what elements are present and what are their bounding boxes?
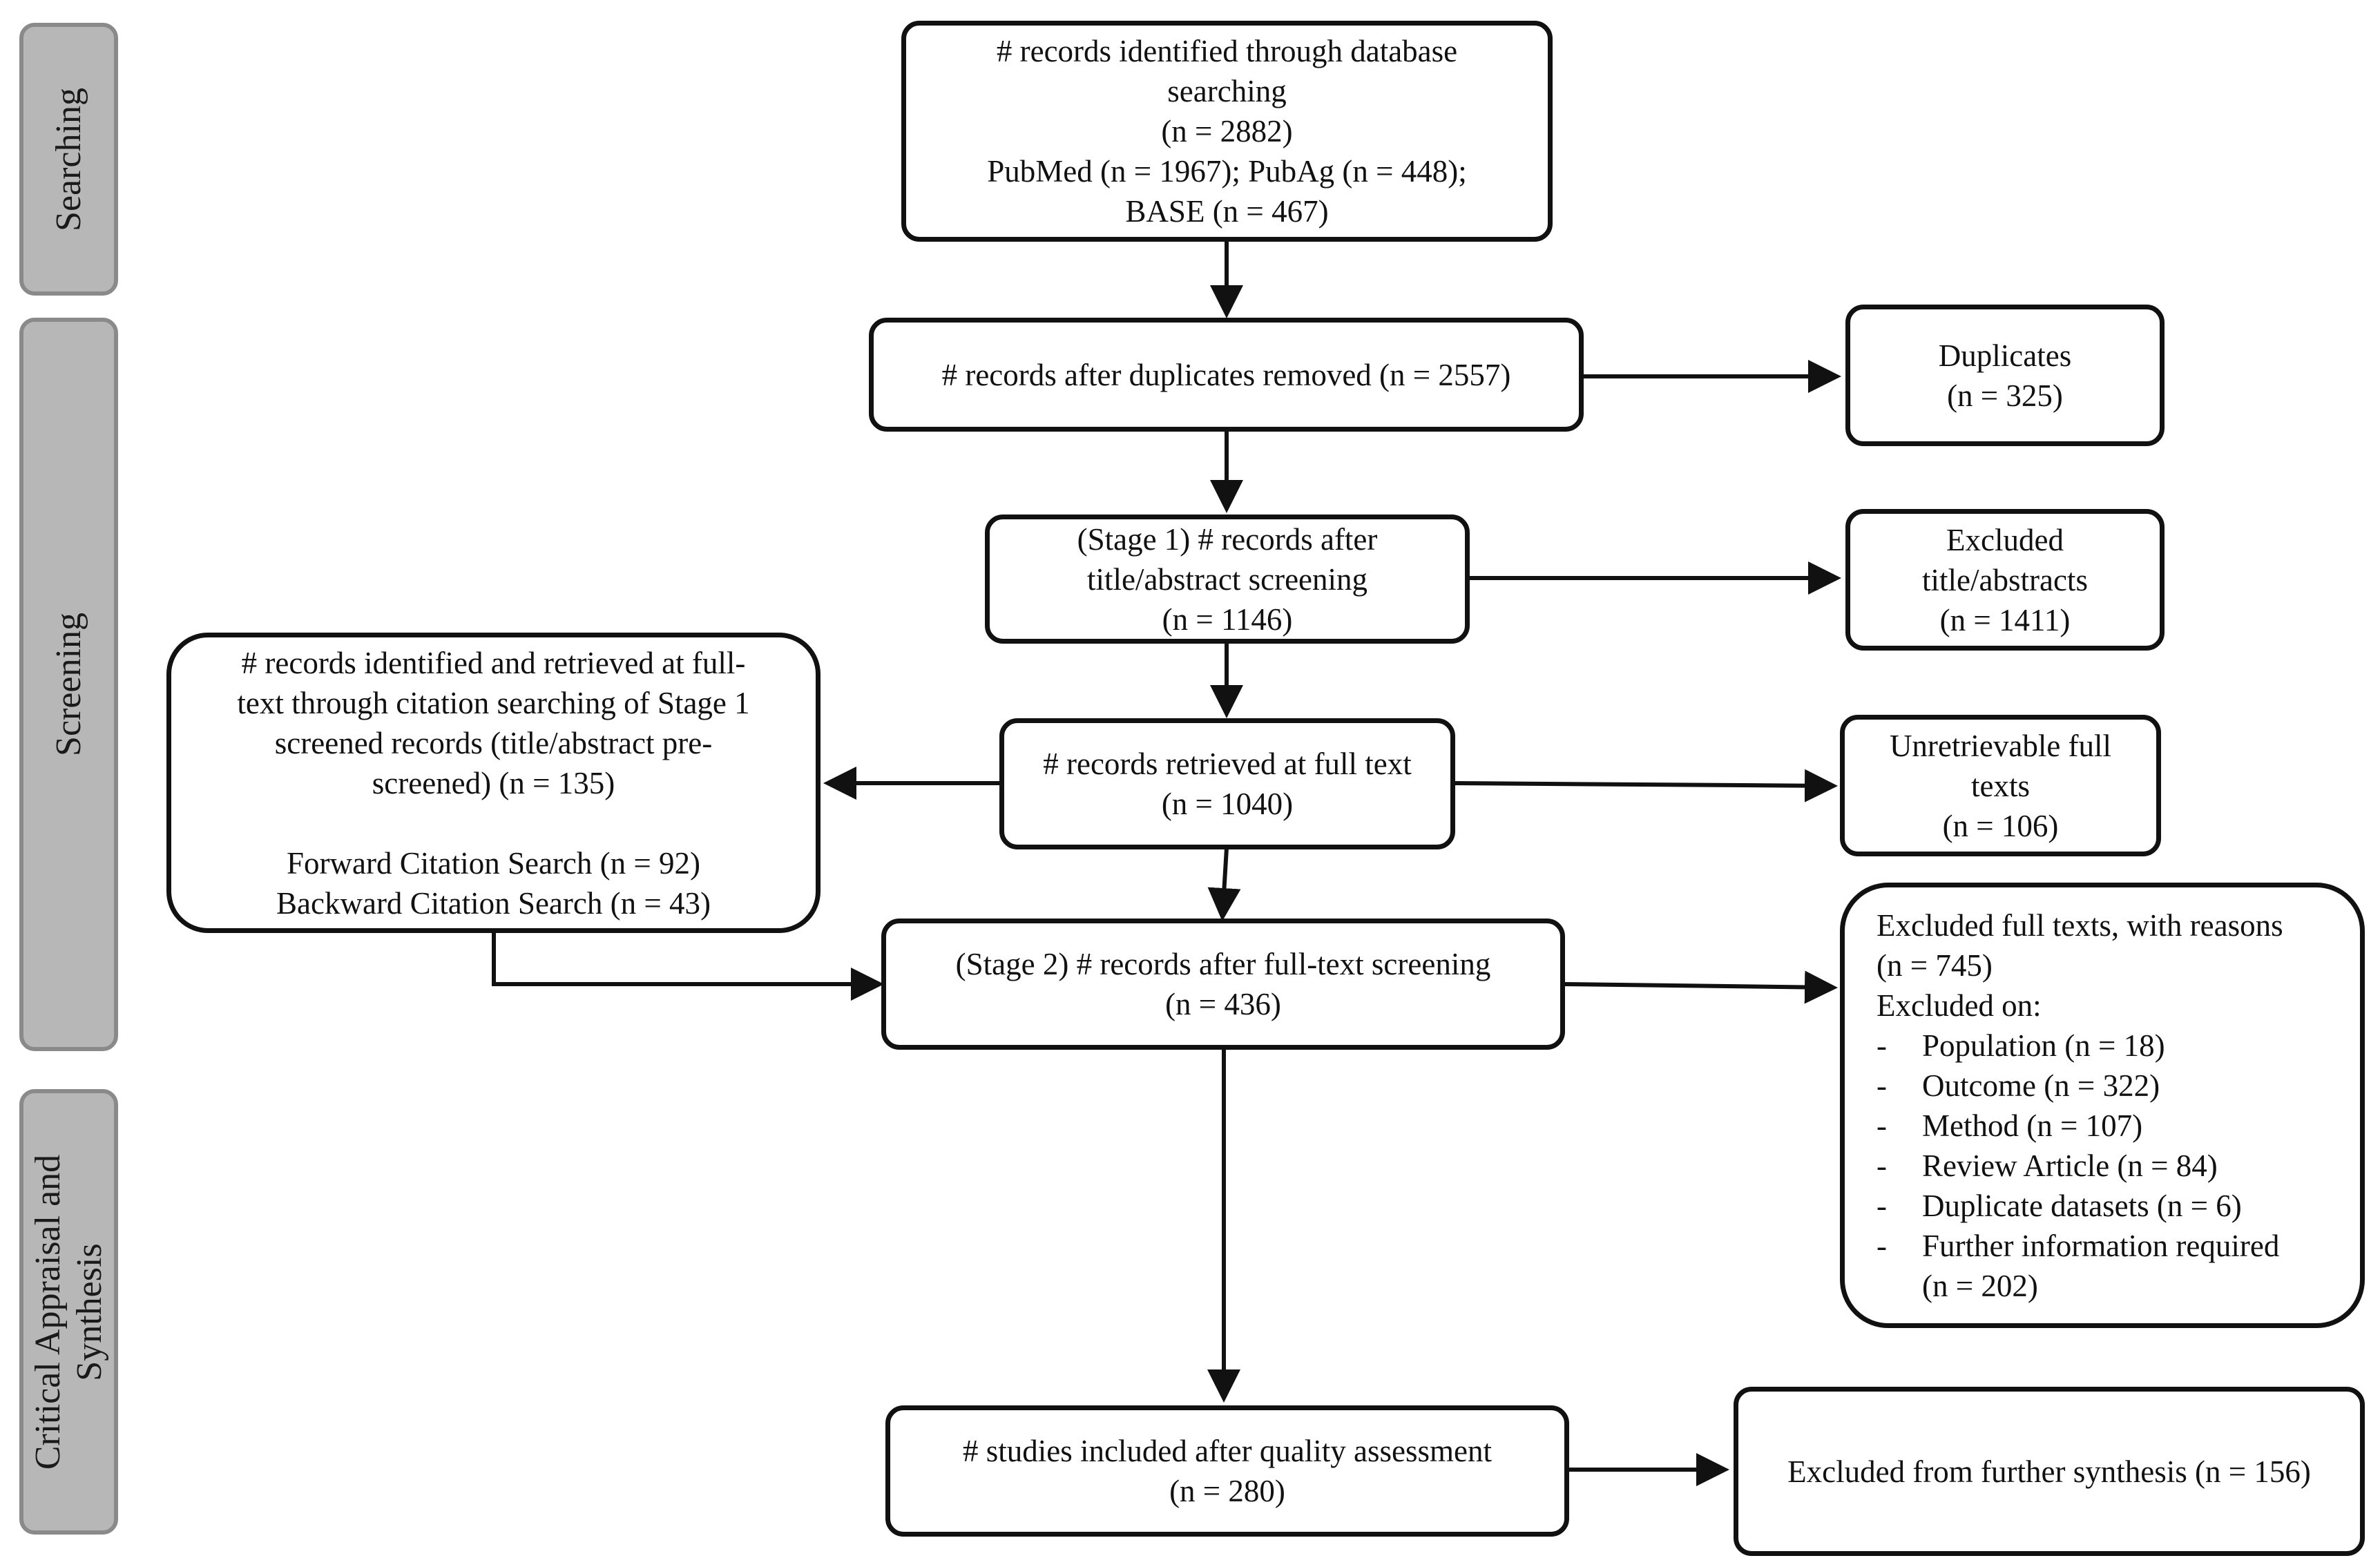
reason-item: -Method (n = 107)	[1877, 1108, 2143, 1143]
reason-item: -Outcome (n = 322)	[1877, 1068, 2160, 1103]
stage2-box: (Stage 2) # records after full-text scre…	[881, 919, 1565, 1050]
reason-item: -Review Article (n = 84)	[1877, 1148, 2218, 1183]
records-after-duplicates-box: # records after duplicates removed (n = …	[869, 318, 1584, 432]
unretrievable-box: Unretrievable full texts (n = 106)	[1840, 715, 2161, 856]
phase-appraisal: Critical Appraisal and Synthesis	[19, 1089, 118, 1535]
excluded-synthesis-box: Excluded from further synthesis (n = 156…	[1734, 1387, 2365, 1556]
arrow-fulltext-to-unretrievable	[1452, 769, 1838, 802]
phase-screening: Screening	[19, 318, 118, 1051]
phase-label-searching: Searching	[48, 87, 88, 231]
citation-search-box: # records identified and retrieved at fu…	[166, 633, 820, 933]
phase-label-screening: Screening	[48, 613, 88, 756]
duplicates-box: Duplicates (n = 325)	[1845, 305, 2165, 446]
arrow-citation-to-stage2	[492, 932, 884, 1001]
records-full-text-box: # records retrieved at full text (n = 10…	[999, 718, 1455, 849]
excluded-full-texts-box: Excluded full texts, with reasons (n = 7…	[1840, 883, 2365, 1328]
stage1-box: (Stage 1) # records after title/abstract…	[985, 515, 1470, 644]
phase-label-appraisal: Critical Appraisal and Synthesis	[28, 1154, 109, 1470]
records-identified-box: # records identified through database se…	[901, 21, 1553, 242]
studies-included-box: # studies included after quality assessm…	[885, 1405, 1569, 1537]
arrow-fulltext-to-stage2	[1207, 847, 1241, 921]
reason-item-continuation: (n = 202)	[1922, 1268, 2038, 1303]
reason-item: -Duplicate datasets (n = 6)	[1877, 1188, 2242, 1223]
phase-searching: Searching	[19, 23, 118, 296]
reason-item: -Population (n = 18)	[1877, 1028, 2165, 1063]
arrow-stage2-to-excluded-full	[1562, 970, 1838, 1004]
excluded-title-abstracts-box: Excluded title/abstracts (n = 1411)	[1845, 509, 2165, 651]
reason-item: -Further information required	[1877, 1228, 2280, 1263]
